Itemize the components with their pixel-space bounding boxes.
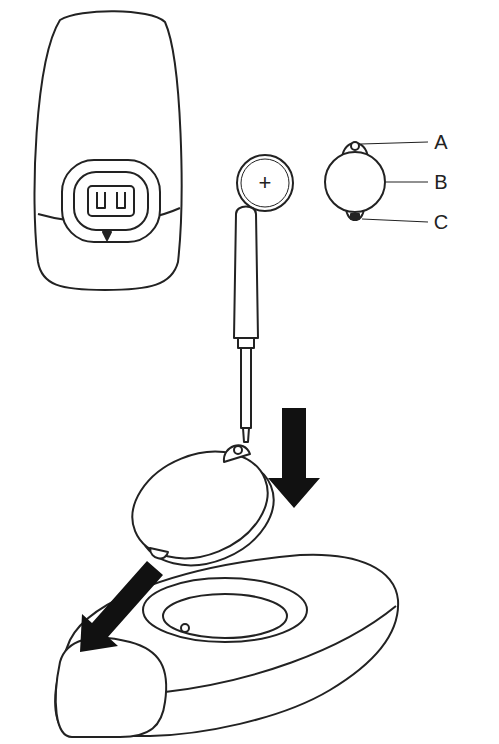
cover-tab-top <box>224 445 250 462</box>
polarity-sign: + <box>259 172 272 194</box>
socket-notch <box>103 232 111 240</box>
direction-arrow <box>268 408 320 508</box>
cover-tilted <box>116 432 283 577</box>
battery-recess-inner <box>163 594 287 638</box>
device-front-face <box>56 638 166 737</box>
device-body <box>55 555 398 736</box>
cover-tab-bottom <box>150 548 168 558</box>
battery-cover <box>325 152 385 212</box>
cover-latch <box>351 214 359 219</box>
device-back <box>34 11 181 290</box>
screw-hole <box>351 142 359 150</box>
leader-line <box>386 181 428 182</box>
callout-letter: C <box>434 212 448 232</box>
recess-screw <box>181 624 189 632</box>
socket-inner <box>74 172 148 230</box>
socket-outer <box>62 160 160 242</box>
leader-line <box>361 142 428 144</box>
connector-pin <box>117 192 125 208</box>
screw-hole <box>234 446 242 454</box>
connector-plate <box>88 186 134 216</box>
screwdriver-handle <box>234 207 258 339</box>
direction-arrow <box>80 561 163 652</box>
callout-letter: A <box>434 132 447 152</box>
screwdriver-tip <box>243 428 249 442</box>
screwdriver-ferrule <box>238 338 254 348</box>
coin-battery-rim <box>241 159 289 207</box>
coin-battery <box>237 155 293 211</box>
leader-line <box>362 219 428 222</box>
battery-recess <box>143 578 307 642</box>
connector-pin <box>97 192 105 208</box>
callout-letter: B <box>434 172 447 192</box>
screwdriver-shaft <box>241 348 251 428</box>
